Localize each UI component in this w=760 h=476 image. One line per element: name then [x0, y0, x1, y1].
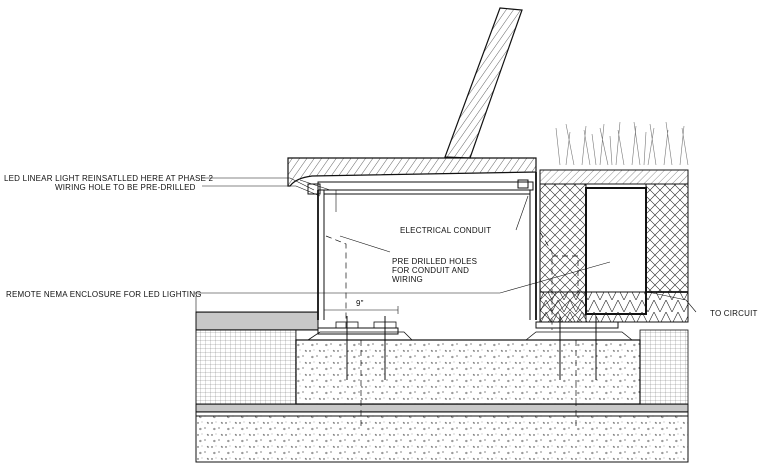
concrete-footing [295, 331, 641, 405]
label-wiring-hole: WIRING HOLE TO BE PRE-DRILLED [55, 183, 196, 192]
conduit-hidden-lines [325, 231, 579, 430]
label-to-circuit: TO CIRCUIT [710, 309, 758, 318]
bench-seat-slab [287, 157, 537, 191]
label-remote-nema: REMOTE NEMA ENCLOSURE FOR LED LIGHTING [6, 290, 202, 299]
label-led-linear-light: LED LINEAR LIGHT REINSATLLED HERE AT PHA… [4, 174, 214, 183]
label-pre-drilled-1: PRE DRILLED HOLES [392, 257, 477, 266]
label-pre-drilled-2: FOR CONDUIT AND [392, 266, 469, 275]
planter-grass [555, 121, 689, 166]
left-paving [195, 296, 689, 460]
bench-backrest [444, 7, 523, 159]
planter-wall [539, 169, 689, 323]
dimension-9in: 9" [323, 299, 399, 314]
leader-lines [194, 177, 697, 313]
dimension-label: 9" [356, 299, 364, 308]
label-pre-drilled-3: WIRING [392, 275, 423, 284]
base-slab [195, 403, 689, 463]
seat-support-frame [307, 172, 537, 320]
label-electrical-conduit: ELECTRICAL CONDUIT [400, 226, 491, 235]
